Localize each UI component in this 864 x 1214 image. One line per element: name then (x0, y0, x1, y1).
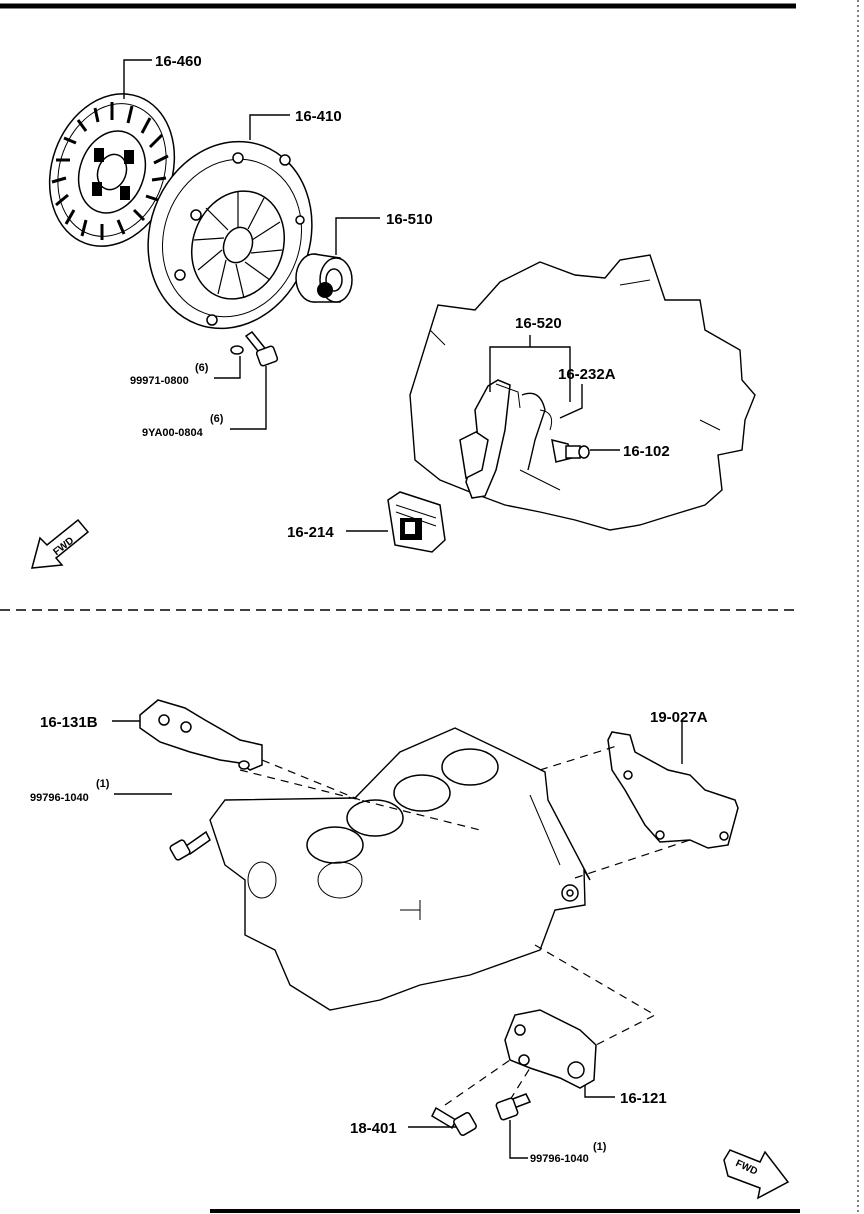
release-bearing (295, 253, 353, 303)
callout-18-401: 18-401 (350, 1120, 397, 1137)
callout-16-520: 16-520 (515, 315, 562, 332)
pivot (551, 438, 590, 463)
clutch-cover (147, 140, 313, 330)
callout-washer-qty: (6) (195, 362, 209, 374)
bolt-18-401 (431, 1106, 477, 1136)
callout-bolt-lower2-qty: (1) (593, 1141, 607, 1153)
fwd-arrow-top: FWD (30, 518, 90, 569)
fork-spring (521, 392, 553, 471)
callout-16-510: 16-510 (386, 211, 433, 228)
callout-bolt-qty: (6) (210, 413, 224, 425)
callout-16-102: 16-102 (623, 443, 670, 460)
transaxle-housing (409, 254, 756, 531)
callout-bolt-left-qty: (1) (96, 778, 110, 790)
cover-bolt (244, 330, 279, 367)
mount-16-121 (504, 1009, 597, 1089)
bracket-16-131b (139, 699, 263, 771)
release-fork (459, 379, 521, 499)
callout-99971-0800: 99971-0800 (130, 375, 189, 387)
callout-16-460: 16-460 (155, 53, 202, 70)
bolt-left (169, 830, 211, 861)
cylinder-bores (247, 748, 579, 920)
callout-16-232a: 16-232A (558, 366, 616, 383)
bolt-lower2 (495, 1093, 532, 1121)
engine-block (209, 727, 591, 1011)
callout-99796-1040-left: 99796-1040 (30, 792, 89, 804)
callout-99796-1040-lower: 99796-1040 (530, 1153, 589, 1165)
callout-19-027a: 19-027A (650, 709, 708, 726)
callout-16-214: 16-214 (287, 524, 334, 541)
fwd-arrow-bottom: FWD (723, 1149, 790, 1200)
clutch-disc (48, 93, 176, 247)
callout-16-410: 16-410 (295, 108, 342, 125)
bracket-19-027a (607, 731, 739, 849)
boot (387, 491, 446, 553)
washer (230, 345, 244, 355)
callout-16-121: 16-121 (620, 1090, 667, 1107)
callout-16-131b: 16-131B (40, 714, 98, 731)
callout-9ya00-0804: 9YA00-0804 (142, 427, 204, 439)
